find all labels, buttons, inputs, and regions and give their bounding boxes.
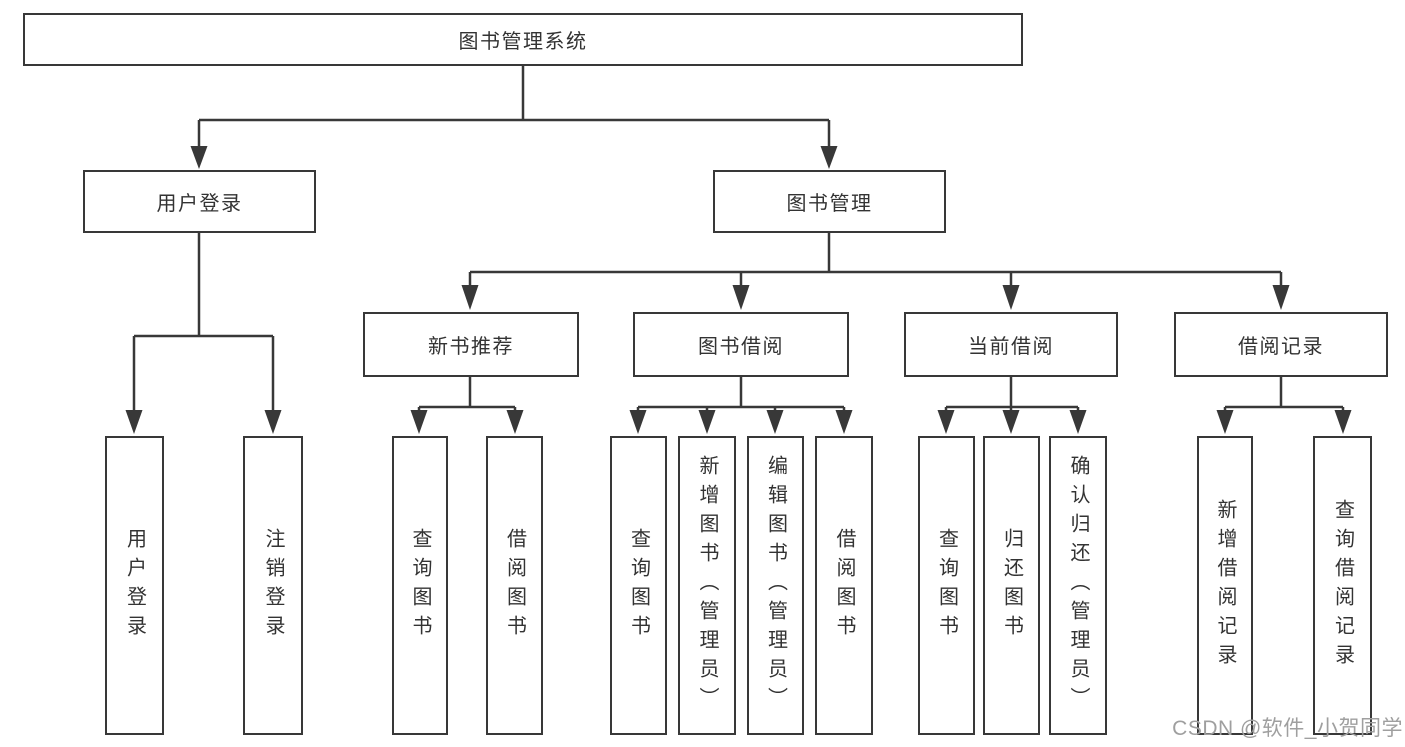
- node-user-login-module: 用户登录: [83, 170, 316, 233]
- leaf-query-books-borrowing: 查询图书: [610, 436, 667, 735]
- node-root-library-system: 图书管理系统: [23, 13, 1023, 66]
- leaf-edit-books-admin: 编辑图书（管理员）: [747, 436, 804, 735]
- leaf-logout-label: 注销登录: [262, 527, 284, 644]
- leaf-query-borrow-record: 查询借阅记录: [1313, 436, 1372, 735]
- arrowheads: [125, 146, 1352, 434]
- node-book-management-label: 图书管理: [786, 193, 873, 215]
- leaf-confirm-return-admin: 确认归还（管理员）: [1049, 436, 1107, 735]
- node-root-label: 图书管理系统: [458, 31, 588, 53]
- leaf-return-books: 归还图书: [983, 436, 1040, 735]
- leaf-query-borrow-record-label: 查询借阅记录: [1331, 498, 1354, 673]
- leaf-return-books-label: 归还图书: [1000, 527, 1023, 644]
- leaf-add-borrow-record-label: 新增借阅记录: [1214, 498, 1236, 673]
- leaf-edit-books-admin-label: 编辑图书（管理员）: [764, 455, 787, 716]
- node-book-borrowing: 图书借阅: [633, 312, 849, 377]
- leaf-query-books-recommend-label: 查询图书: [409, 527, 431, 644]
- leaf-query-books-current-label: 查询图书: [935, 527, 958, 644]
- leaf-confirm-return-admin-label: 确认归还（管理员）: [1067, 455, 1089, 716]
- leaf-add-books-admin-label: 新增图书（管理员）: [696, 455, 718, 716]
- leaf-add-borrow-record: 新增借阅记录: [1197, 436, 1253, 735]
- leaf-logout: 注销登录: [243, 436, 303, 735]
- leaf-add-books-admin: 新增图书（管理员）: [678, 436, 736, 735]
- leaf-query-books-borrowing-label: 查询图书: [627, 527, 650, 644]
- csdn-watermark: CSDN @软件_小贺同学: [1172, 717, 1403, 740]
- node-user-login-label: 用户登录: [156, 193, 243, 215]
- leaf-user-login-label: 用户登录: [123, 527, 146, 644]
- leaf-borrow-books: 借阅图书: [815, 436, 873, 735]
- node-new-book-recommend-label: 新书推荐: [428, 336, 514, 358]
- leaf-user-login: 用户登录: [105, 436, 164, 735]
- node-current-borrowing-label: 当前借阅: [968, 336, 1054, 358]
- leaf-borrow-books-recommend-label: 借阅图书: [503, 527, 526, 644]
- node-current-borrowing: 当前借阅: [904, 312, 1118, 377]
- node-borrow-records-label: 借阅记录: [1238, 336, 1324, 358]
- node-book-borrowing-label: 图书借阅: [698, 336, 784, 358]
- node-book-management-module: 图书管理: [713, 170, 946, 233]
- leaf-borrow-books-recommend: 借阅图书: [486, 436, 543, 735]
- node-borrow-records: 借阅记录: [1174, 312, 1388, 377]
- leaf-query-books-recommend: 查询图书: [392, 436, 448, 735]
- leaf-borrow-books-label: 借阅图书: [833, 527, 855, 644]
- leaf-query-books-current: 查询图书: [918, 436, 975, 735]
- node-new-book-recommend: 新书推荐: [363, 312, 579, 377]
